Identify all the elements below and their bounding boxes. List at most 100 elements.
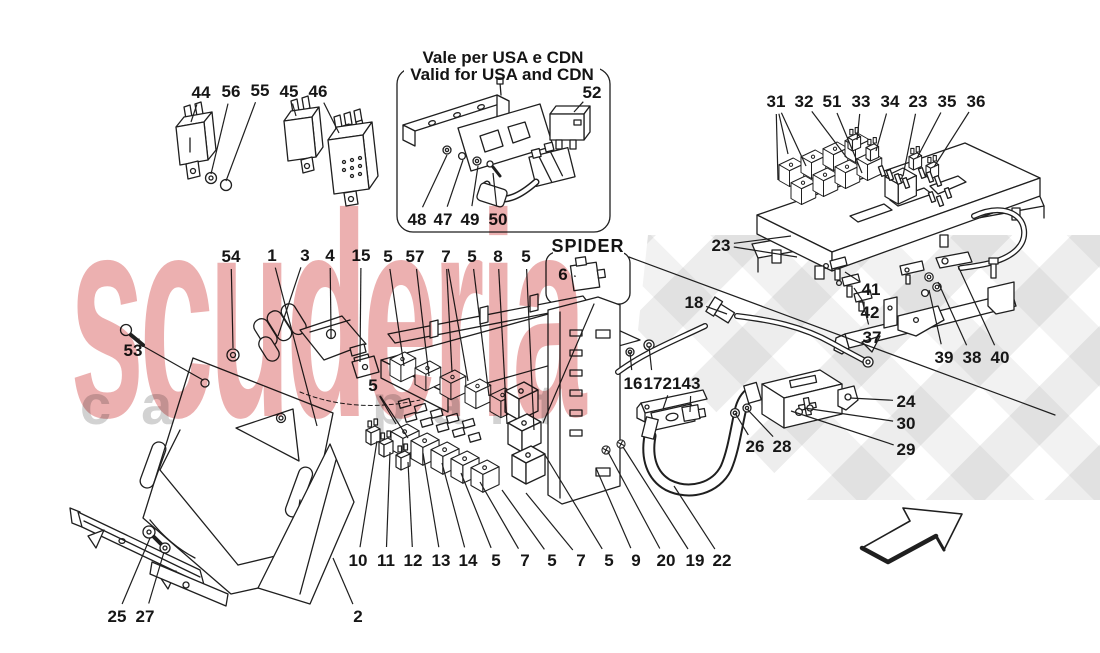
callout-13-51: 13	[422, 452, 451, 570]
callout-number: 42	[861, 303, 880, 322]
callout-53-62: 53	[124, 338, 143, 360]
callout-35-16: 35	[916, 92, 956, 159]
main-board-drawing	[365, 293, 641, 505]
callout-number: 17	[644, 374, 663, 393]
callout-number: 5	[604, 551, 613, 570]
callout-4-28: 4	[325, 246, 335, 331]
callout-27-64: 27	[136, 551, 165, 626]
callout-number: 6	[558, 265, 567, 284]
callout-9-58: 9	[595, 467, 641, 570]
callout-number: 44	[192, 83, 211, 102]
callout-number: 54	[222, 247, 241, 266]
callout-number: 19	[686, 551, 705, 570]
mounting-bracket-right-drawing	[833, 257, 1017, 355]
callout-number: 43	[682, 374, 701, 393]
callout-23-15: 23	[902, 92, 928, 177]
callout-7-54: 7	[479, 481, 530, 570]
callout-number: 53	[124, 341, 143, 360]
callout-number: 15	[352, 246, 371, 265]
bolt-25-27-drawing	[142, 525, 171, 554]
callout-number: 23	[712, 236, 731, 255]
callout-number: 13	[432, 551, 451, 570]
callout-41-19: 41	[844, 271, 881, 299]
callout-number: 28	[773, 437, 792, 456]
callout-number: 8	[493, 247, 502, 266]
callout-5-36: 5	[368, 376, 409, 439]
lid-panel-drawing	[257, 443, 355, 605]
callout-number: 5	[547, 551, 556, 570]
callout-number: 21	[663, 374, 682, 393]
callout-2-65: 2	[332, 557, 363, 626]
bracket-21-43-drawing	[636, 389, 708, 431]
callout-11-49: 11	[377, 451, 395, 570]
callout-14-52: 14	[441, 462, 478, 570]
callout-number: 5	[383, 247, 392, 266]
spider-relay-6-drawing	[569, 256, 607, 292]
callout-46-4: 46	[309, 82, 340, 134]
callout-37-21: 37	[861, 299, 881, 347]
usa-relay-52-drawing	[549, 105, 591, 150]
callout-number: 5	[368, 376, 377, 395]
callout-number: 16	[624, 374, 643, 393]
callout-5-53: 5	[460, 472, 501, 570]
callout-number: 20	[657, 551, 676, 570]
callout-52-5: 52	[573, 83, 602, 113]
callout-number: 52	[583, 83, 602, 102]
callout-number: 34	[881, 92, 900, 111]
callout-16-39: 16	[624, 351, 643, 393]
callout-26-46: 26	[734, 412, 764, 456]
callout-22-61: 22	[673, 485, 732, 570]
relay-socket-cluster-drawing	[253, 303, 421, 406]
callout-number: 56	[222, 82, 241, 101]
spider-label: SPIDER	[551, 236, 624, 256]
callout-7-56: 7	[525, 492, 586, 570]
callout-18-38: 18	[685, 293, 728, 315]
cable-grommet-18-drawing	[615, 296, 874, 375]
fusebox-assembly-drawing	[751, 127, 1045, 280]
callout-number: 9	[631, 551, 640, 570]
callout-5-57: 5	[544, 454, 614, 570]
callout-number: 7	[441, 247, 450, 266]
callout-number: 22	[713, 551, 732, 570]
callout-8-34: 8	[493, 247, 508, 425]
fuse-band	[397, 397, 482, 443]
callout-number: 41	[862, 280, 881, 299]
callout-number: 7	[576, 551, 585, 570]
callout-number: 51	[823, 92, 842, 111]
spider-box	[545, 240, 631, 305]
callout-number: 3	[300, 246, 309, 265]
callout-number: 31	[767, 92, 786, 111]
screw-53-drawing	[119, 323, 145, 347]
callout-25-63: 25	[108, 537, 151, 626]
relay-45-drawing	[283, 95, 324, 174]
callout-47-7: 47	[434, 159, 464, 229]
inset-title-italian: Vale per USA e CDN	[423, 48, 584, 67]
callout-number: 7	[520, 551, 529, 570]
callout-31-10: 31	[767, 92, 807, 181]
callout-23-18: 23	[712, 235, 798, 258]
callout-number: 30	[897, 414, 916, 433]
callout-number: 23	[909, 92, 928, 111]
callout-1-26: 1	[267, 246, 318, 427]
usa-cdn-inset-box	[396, 64, 611, 233]
callout-33-13: 33	[852, 92, 870, 141]
callout-55-2: 55	[225, 81, 270, 182]
callout-number: 48	[408, 210, 427, 229]
callout-number: 11	[377, 551, 395, 570]
callout-number: 29	[897, 440, 916, 459]
callout-number: 55	[251, 81, 270, 100]
callout-number: 27	[136, 607, 155, 626]
callout-number: 38	[963, 348, 982, 367]
callout-38-23: 38	[937, 281, 982, 367]
callout-54-25: 54	[222, 247, 241, 349]
callout-50-9: 50	[489, 172, 507, 229]
callout-number: 2	[353, 607, 362, 626]
inset-title-english: Valid for USA and CDN	[410, 65, 594, 84]
callout-44-0: 44	[190, 83, 211, 123]
callout-number: 12	[404, 551, 423, 570]
usa-hardware-drawing	[442, 145, 502, 178]
extra-leader-lines	[142, 256, 1056, 424]
callout-number: 5	[491, 551, 500, 570]
